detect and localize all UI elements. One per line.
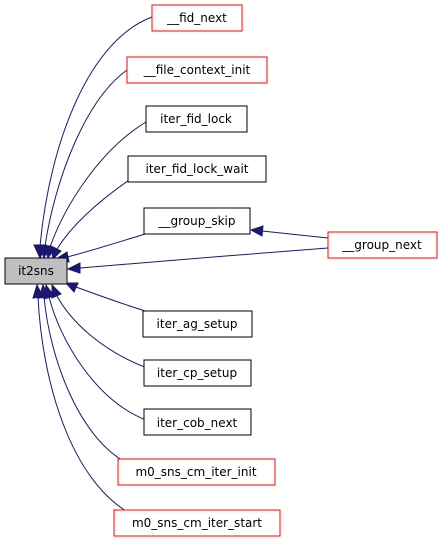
node-iter-fid-lock-wait[interactable]: iter_fid_lock_wait	[127, 155, 267, 183]
edge-iter-cob-next	[48, 296, 147, 421]
node-iter-ag-setup[interactable]: iter_ag_setup	[142, 310, 253, 338]
node-it2sns-label: it2sns	[18, 264, 54, 278]
edge-iter-ag-setup	[75, 286, 156, 315]
edge-group-next-to-it2sns	[79, 247, 329, 269]
edge-group-next-to-group-skip	[261, 230, 329, 239]
edge-file-context-init	[44, 69, 128, 247]
edge-iter-cp-setup-arrow	[51, 283, 62, 299]
node-fid-next-box	[151, 4, 243, 32]
edge-fid-next	[39, 16, 153, 247]
node-iter-cp-setup-label: iter_cp_setup	[157, 366, 237, 380]
node-file-context-init-box	[126, 56, 268, 84]
node-group-next-box	[327, 231, 438, 259]
edge-group-next-to-group-skip-arrow	[249, 225, 264, 237]
node-iter-fid-lock-label: iter_fid_lock	[160, 112, 232, 126]
node-iter-cp-setup-box	[143, 359, 252, 387]
node-fid-next-label: __fid_next	[166, 11, 227, 25]
node-file-context-init-label: __file_context_init	[143, 63, 251, 77]
node-iter-ag-setup-label: iter_ag_setup	[157, 317, 238, 331]
node-m0-sns-cm-iter-start-box	[113, 509, 281, 537]
edge-m0-sns-cm-iter-init	[43, 296, 130, 465]
edge-iter-fid-lock	[49, 121, 147, 248]
edge-m0-sns-cm-iter-start	[37, 296, 132, 515]
edge-group-skip	[66, 230, 156, 258]
node-iter-fid-lock-box	[145, 105, 248, 133]
node-iter-cp-setup[interactable]: iter_cp_setup	[143, 359, 252, 387]
node-group-skip-box	[143, 207, 251, 235]
node-file-context-init[interactable]: __file_context_init	[126, 56, 268, 84]
node-fid-next[interactable]: __fid_next	[151, 4, 243, 32]
node-iter-fid-lock-wait-label: iter_fid_lock_wait	[146, 162, 249, 176]
node-m0-sns-cm-iter-init-box	[117, 458, 276, 486]
node-group-skip-label: __group_skip	[157, 214, 235, 228]
node-iter-ag-setup-box	[142, 310, 253, 338]
node-m0-sns-cm-iter-start-label: m0_sns_cm_iter_start	[132, 516, 262, 530]
edge-iter-fid-lock-wait-arrow	[50, 245, 62, 261]
edge-iter-cp-setup	[56, 295, 148, 369]
edge-iter-ag-setup-arrow	[64, 282, 79, 293]
node-it2sns[interactable]: it2sns	[4, 257, 68, 285]
node-iter-cob-next-label: iter_cob_next	[157, 416, 238, 430]
edge-iter-fid-lock-wait	[56, 177, 133, 250]
node-iter-fid-lock-wait-box	[127, 155, 267, 183]
node-iter-fid-lock[interactable]: iter_fid_lock	[145, 105, 248, 133]
node-it2sns-box	[4, 257, 68, 285]
node-group-skip[interactable]: __group_skip	[143, 207, 251, 235]
node-m0-sns-cm-iter-init[interactable]: m0_sns_cm_iter_init	[117, 458, 276, 486]
node-group-next[interactable]: __group_next	[327, 231, 438, 259]
node-group-next-label: __group_next	[341, 238, 422, 252]
node-m0-sns-cm-iter-init-label: m0_sns_cm_iter_init	[135, 465, 256, 479]
edges	[32, 16, 329, 515]
node-iter-cob-next[interactable]: iter_cob_next	[143, 408, 252, 436]
edge-m0-sns-cm-iter-start-arrow	[32, 283, 44, 299]
node-iter-cob-next-box	[143, 408, 252, 436]
node-m0-sns-cm-iter-start[interactable]: m0_sns_cm_iter_start	[113, 509, 281, 537]
edge-group-next-to-it2sns-arrow	[66, 262, 81, 274]
